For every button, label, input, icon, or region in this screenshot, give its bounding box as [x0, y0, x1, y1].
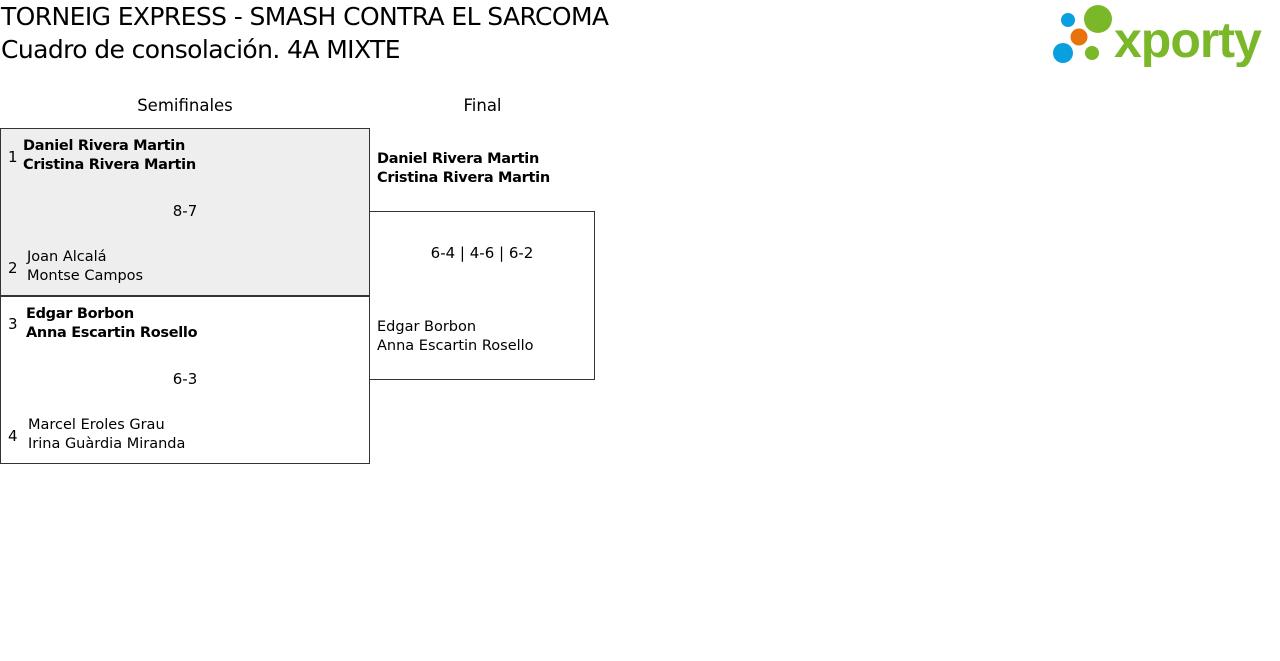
- semifinal-match-1[interactable]: 1 Daniel Rivera Martin Cristina Rivera M…: [0, 128, 370, 297]
- seed: 1: [8, 148, 18, 166]
- player-name: Cristina Rivera Martin: [23, 157, 196, 173]
- team: Joan Alcalá Montse Campos: [27, 248, 143, 286]
- semifinal-match-2[interactable]: 3 Edgar Borbon Anna Escartin Rosello 6-3…: [0, 295, 370, 464]
- seed: 4: [8, 427, 18, 445]
- round-header-final: Final: [463, 96, 502, 115]
- player-name: Montse Campos: [27, 268, 144, 284]
- page-title: TORNEIG EXPRESS - SMASH CONTRA EL SARCOM…: [1, 2, 609, 31]
- match-score: 6-4 | 4-6 | 6-2: [430, 244, 534, 262]
- seed: 2: [8, 259, 18, 277]
- page-subtitle: Cuadro de consolación. 4A MIXTE: [1, 35, 401, 64]
- player-name: Daniel Rivera Martin: [377, 151, 539, 167]
- player-name: Edgar Borbon: [377, 319, 477, 335]
- player-name: Daniel Rivera Martin: [23, 138, 185, 154]
- xporty-logo: xporty: [1052, 5, 1276, 68]
- final-match[interactable]: 6-4 | 4-6 | 6-2 Edgar Borbon Anna Escart…: [369, 211, 595, 380]
- match-score: 6-3: [172, 370, 198, 388]
- svg-text:xporty: xporty: [1114, 12, 1262, 67]
- player-name: Anna Escartin Rosello: [26, 325, 198, 341]
- team-winner: Edgar Borbon Anna Escartin Rosello: [26, 305, 198, 343]
- round-header-semifinals: Semifinales: [137, 96, 233, 115]
- player-name: Joan Alcalá: [27, 249, 107, 265]
- player-name: Marcel Eroles Grau: [28, 417, 165, 433]
- seed: 3: [8, 315, 18, 333]
- team-winner: Daniel Rivera Martin Cristina Rivera Mar…: [23, 137, 196, 175]
- match-score: 8-7: [172, 202, 198, 220]
- player-name: Edgar Borbon: [26, 306, 134, 322]
- team: Marcel Eroles Grau Irina Guàrdia Miranda: [28, 416, 185, 454]
- player-name: Anna Escartin Rosello: [377, 338, 534, 354]
- player-name: Irina Guàrdia Miranda: [28, 436, 186, 452]
- final-team-winner: Daniel Rivera Martin Cristina Rivera Mar…: [377, 150, 550, 188]
- player-name: Cristina Rivera Martin: [377, 170, 550, 186]
- team: Edgar Borbon Anna Escartin Rosello: [377, 318, 534, 356]
